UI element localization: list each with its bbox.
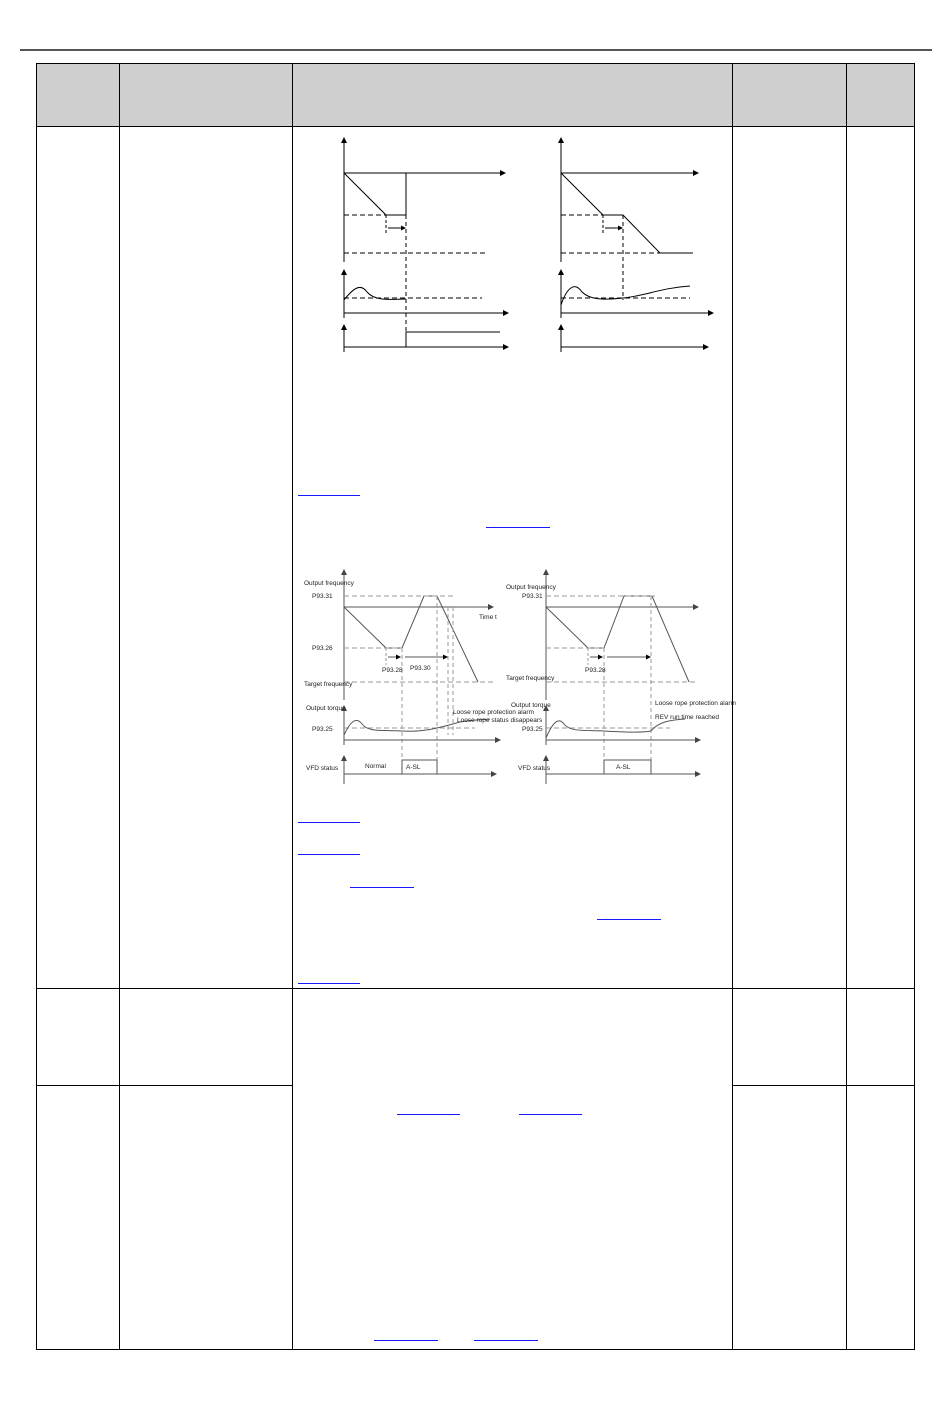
link-7[interactable] xyxy=(298,983,360,984)
page-top-rule xyxy=(20,49,932,51)
left-torque-ylabel: Output torque xyxy=(306,705,346,712)
left-p9328: P93.28 xyxy=(382,667,403,674)
link-1[interactable] xyxy=(298,495,360,496)
right-alarm1: Loose rope protection alarm xyxy=(655,700,736,707)
left-target-freq: Target frequency xyxy=(304,681,353,688)
link-2[interactable] xyxy=(486,527,550,528)
link-9[interactable] xyxy=(519,1114,582,1115)
left-asl: A-SL xyxy=(406,764,421,771)
link-3[interactable] xyxy=(298,822,360,823)
right-p9325: P93.25 xyxy=(522,726,543,733)
left-normal: Normal xyxy=(365,763,387,770)
right-freq-ylabel: Output frequency xyxy=(506,584,557,591)
left-p9325: P93.25 xyxy=(312,726,333,733)
link-4[interactable] xyxy=(298,854,360,855)
left-freq-ylabel: Output frequency xyxy=(304,580,355,587)
left-alarm1: Loose rope protection alarm xyxy=(453,709,534,716)
right-target-freq: Target frequency xyxy=(506,675,555,682)
right-torque-ylabel: Output torque xyxy=(511,702,551,709)
link-8[interactable] xyxy=(397,1114,460,1115)
left-p9331: P93.31 xyxy=(312,593,333,600)
right-vfd-status: VFD status xyxy=(518,765,551,772)
link-6[interactable] xyxy=(597,919,661,920)
right-p9328: P93.28 xyxy=(585,667,606,674)
link-5[interactable] xyxy=(350,887,414,888)
left-p9330: P93.30 xyxy=(410,665,431,672)
right-p9331: P93.31 xyxy=(522,593,543,600)
left-time: Time t xyxy=(479,614,497,621)
right-asl: A-SL xyxy=(616,764,631,771)
left-p9326: P93.26 xyxy=(312,645,333,652)
link-11[interactable] xyxy=(474,1340,538,1341)
table-header-row xyxy=(36,63,915,126)
right-alarm2: REV run time reached xyxy=(655,714,719,721)
link-10[interactable] xyxy=(374,1340,438,1341)
left-alarm2: Loose rope status disappears xyxy=(457,717,543,724)
left-vfd-status: VFD status xyxy=(306,765,339,772)
